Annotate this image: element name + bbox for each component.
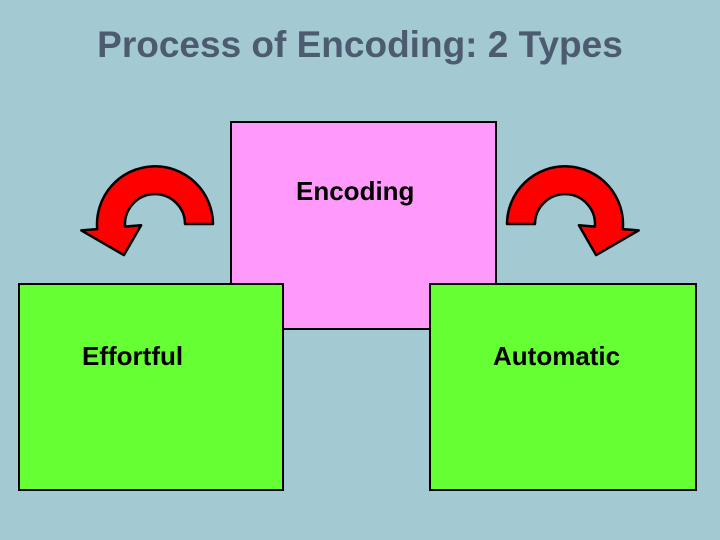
- automatic-box: Automatic: [429, 283, 697, 491]
- effortful-box-label: Effortful: [82, 341, 184, 371]
- automatic-box-label: Automatic: [493, 341, 621, 371]
- curved-arrow-down-left-icon: [80, 165, 215, 257]
- encoding-box-label: Encoding: [296, 176, 415, 206]
- curved-arrow-down-right-icon: [505, 165, 640, 257]
- effortful-box: Effortful: [18, 283, 284, 491]
- slide-title: Process of Encoding: 2 Types: [97, 24, 623, 65]
